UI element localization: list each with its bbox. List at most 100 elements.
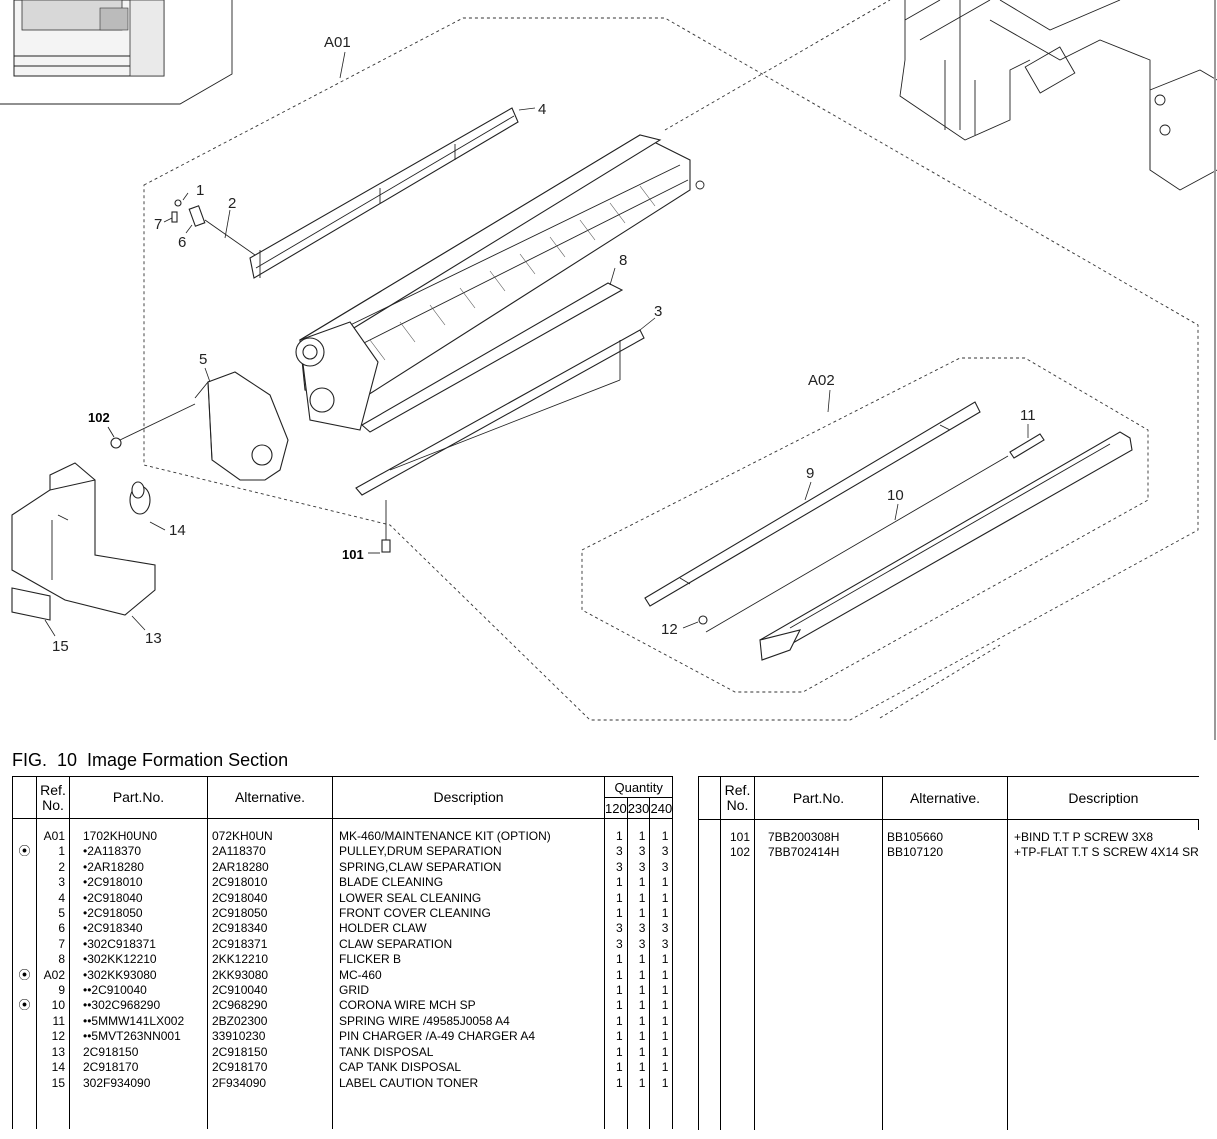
callout-3: 3 (654, 303, 662, 320)
alternative-cell: 2C910040 (207, 983, 333, 999)
qty-120-cell: 1 (604, 998, 628, 1014)
part-cap-tank-disposal (129, 481, 151, 515)
service-mark (12, 921, 37, 937)
qty-230-cell: 1 (626, 890, 651, 907)
part-front-cover-cleaning (194, 371, 289, 481)
ref-no-cell: 5 (36, 906, 70, 922)
service-mark (12, 859, 37, 876)
ref-no-cell: 102 (720, 845, 755, 861)
part-flicker-b (361, 282, 624, 433)
callout-12: 12 (661, 621, 678, 638)
qty-230-cell: 1 (626, 983, 651, 999)
qty-240-cell: 1 (649, 1029, 674, 1045)
alternative-header: Alternative. (207, 776, 333, 819)
part-no-cell: •302C918371 (69, 936, 208, 953)
part-no-cell: 302F934090 (69, 1075, 208, 1091)
service-mark (12, 906, 37, 922)
qty-230-cell: 3 (626, 921, 651, 937)
qty-120-cell: 1 (604, 952, 628, 968)
qty-230-cell: 1 (626, 829, 651, 845)
qty-240-cell: 1 (649, 829, 674, 845)
callout-10: 10 (887, 487, 904, 504)
part-no-cell: 2C918150 (69, 1044, 208, 1061)
qty-230-cell: 1 (626, 1044, 651, 1061)
callout-9: 9 (806, 465, 814, 482)
ref-no-cell: 14 (36, 1060, 70, 1076)
service-mark (12, 1075, 37, 1091)
description-cell: LABEL CAUTION TONER (332, 1075, 605, 1091)
part-no-cell: •2A118370 (69, 844, 208, 860)
service-mark (698, 845, 721, 861)
qty-230-cell: 1 (626, 1075, 651, 1091)
service-mark (12, 829, 37, 845)
ref-no-cell: 10 (36, 998, 70, 1014)
alternative-cell: 072KH0UN (207, 829, 333, 845)
callout-a02: A02 (808, 372, 835, 389)
ref-no-cell: A01 (36, 829, 70, 845)
quantity-header: Quantity (603, 776, 674, 798)
callout-11: 11 (1020, 407, 1036, 424)
qty-120-cell: 1 (604, 906, 628, 922)
description-cell: FLICKER B (332, 952, 605, 968)
ref-no-cell: 13 (36, 1044, 70, 1061)
part-no-cell: 7BB702414H (754, 845, 883, 861)
description-cell: +TP-FLAT T.T S SCREW 4X14 SR (1006, 845, 1199, 861)
figure-title-text: Image Formation Section (87, 750, 289, 770)
alternative-cell: 2C918371 (207, 936, 333, 953)
part-lower-seal-cleaning (249, 107, 519, 279)
alternative-cell: 2F934090 (207, 1075, 333, 1091)
qty-120-cell: 3 (604, 859, 628, 876)
callout-8: 8 (619, 252, 627, 269)
qty-230-cell: 3 (626, 844, 651, 860)
callout-102: 102 (88, 410, 110, 425)
qty-230-cell: 3 (626, 936, 651, 953)
description-cell: PULLEY,DRUM SEPARATION (332, 844, 605, 860)
qty-120-cell: 1 (604, 967, 628, 984)
part-tank-disposal (11, 462, 156, 616)
part-no-cell: ••5MVT263NN001 (69, 1029, 208, 1045)
service-mark: ⦿ (12, 998, 37, 1014)
alternative-cell: 2C918340 (207, 921, 333, 937)
part-claw-holder-group (171, 199, 256, 256)
alternative-cell: 2C918150 (207, 1044, 333, 1061)
qty-240-cell: 1 (649, 967, 674, 984)
a01-group-boundary (143, 17, 1199, 721)
qty-120-cell: 1 (604, 890, 628, 907)
ref-no-cell: 9 (36, 983, 70, 999)
qty-240-cell: 3 (649, 936, 674, 953)
description-cell: SPRING WIRE /49585J0058 A4 (332, 1013, 605, 1030)
qty-120-cell: 1 (604, 875, 628, 891)
exploded-parts-diagram: A01 A02 1 2 3 4 5 6 7 8 9 10 11 12 13 14… (0, 0, 1217, 740)
description-cell: CORONA WIRE MCH SP (332, 998, 605, 1014)
alternative-cell: BB105660 (882, 830, 1008, 846)
part-label-caution-toner (11, 587, 51, 621)
qty-120-cell: 3 (604, 844, 628, 860)
ref-no-cell: 3 (36, 875, 70, 891)
qty-240-cell: 1 (649, 1013, 674, 1030)
alternative-cell: 2A118370 (207, 844, 333, 860)
qty-230-cell: 3 (626, 859, 651, 876)
qty-230-cell: 1 (626, 1029, 651, 1045)
screw-101 (368, 500, 391, 554)
a02-group-boundary (581, 357, 1149, 693)
description-cell: BLADE CLEANING (332, 875, 605, 891)
alternative-cell: 2C918050 (207, 906, 333, 922)
qty-120-cell: 1 (604, 829, 628, 845)
ref-no-cell: 15 (36, 1075, 70, 1091)
description-cell: GRID (332, 983, 605, 999)
figure-label: FIG. (12, 750, 47, 770)
qty-240-cell: 1 (649, 875, 674, 891)
description-cell: MC-460 (332, 967, 605, 984)
part-no-cell: ••2C910040 (69, 983, 208, 999)
qty-230-cell: 1 (626, 875, 651, 891)
ref-no-cell: 7 (36, 936, 70, 953)
description-cell: CLAW SEPARATION (332, 936, 605, 953)
